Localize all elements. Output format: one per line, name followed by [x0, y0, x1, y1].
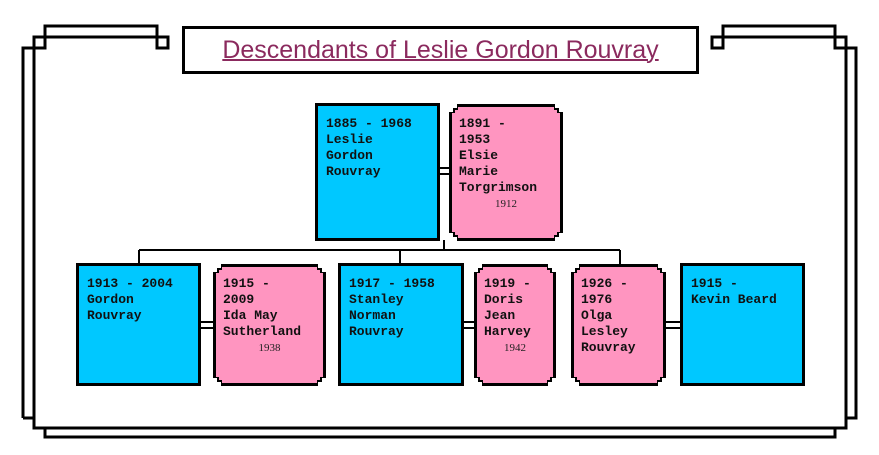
marriage-year: 1912	[495, 198, 517, 210]
person-text: 1926 - 1976 Olga Lesley Rouvray	[581, 276, 636, 355]
person-text: 1885 - 1968 Leslie Gordon Rouvray	[326, 116, 412, 179]
person-text: 1891 - 1953 Elsie Marie Torgrimson	[459, 116, 538, 195]
person-text: 1913 - 2004 Gordon Rouvray	[87, 276, 173, 323]
chart-title-box: Descendants of Leslie Gordon Rouvray	[182, 26, 699, 74]
person-box-doris[interactable]: 1919 - Doris Jean Harvey 1942	[474, 264, 556, 386]
person-box-stanley[interactable]: 1917 - 1958 Stanley Norman Rouvray	[338, 263, 464, 386]
person-box-kevin[interactable]: 1915 - Kevin Beard	[680, 263, 805, 386]
person-text: 1915 - 2009 Ida May Sutherland	[223, 276, 302, 339]
marriage-year: 1942	[504, 342, 526, 354]
person-box-leslie[interactable]: 1885 - 1968 Leslie Gordon Rouvray	[315, 103, 440, 241]
person-box-olga[interactable]: 1926 - 1976 Olga Lesley Rouvray	[571, 264, 666, 386]
person-text: 1917 - 1958 Stanley Norman Rouvray	[349, 276, 435, 339]
chart-title: Descendants of Leslie Gordon Rouvray	[222, 36, 659, 64]
person-box-elsie[interactable]: 1891 - 1953 Elsie Marie Torgrimson 1912	[449, 104, 563, 241]
person-text: 1915 - Kevin Beard	[691, 276, 777, 307]
marriage-year: 1938	[258, 342, 281, 354]
person-box-ida[interactable]: 1915 - 2009 Ida May Sutherland 1938	[213, 264, 326, 386]
person-text: 1919 - Doris Jean Harvey	[484, 276, 531, 339]
person-box-gordon[interactable]: 1913 - 2004 Gordon Rouvray	[76, 263, 201, 386]
